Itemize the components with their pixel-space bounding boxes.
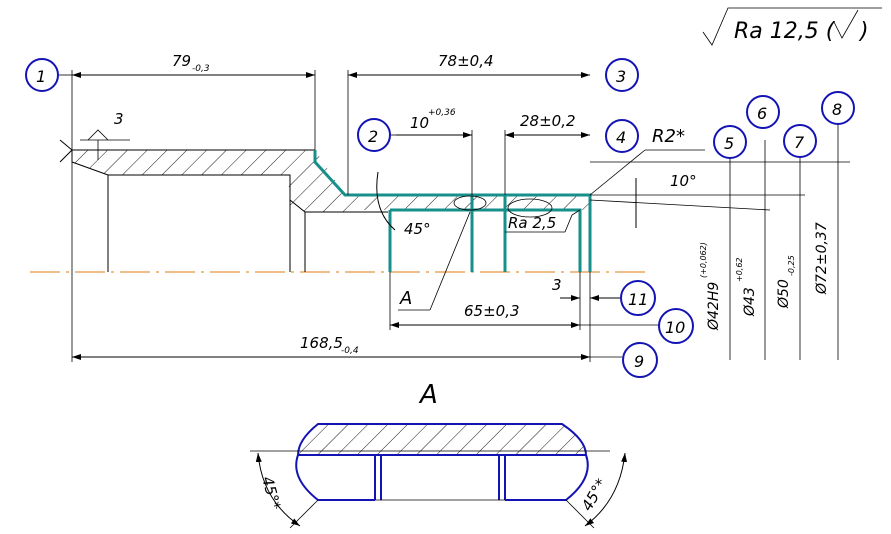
svg-text:168,5: 168,5: [300, 334, 343, 352]
dim-radius: R2*: [589, 126, 705, 196]
callout-2: 2: [357, 118, 396, 152]
svg-text:1: 1: [36, 67, 46, 86]
callout-7: 7: [783, 124, 817, 158]
svg-text:10°: 10°: [670, 172, 697, 190]
part-section: [59, 139, 592, 272]
svg-text:4: 4: [616, 128, 626, 147]
svg-text:3: 3: [552, 276, 562, 294]
detail-view-a: A 45°* 45°*: [250, 380, 628, 529]
svg-text:11: 11: [628, 290, 648, 309]
weld-symbol: 3: [80, 110, 130, 160]
detail-title: A: [418, 380, 438, 410]
callout-6: 6: [746, 95, 780, 129]
svg-text:+0,36: +0,36: [428, 108, 456, 118]
svg-text:45°: 45°: [404, 220, 431, 238]
dim-total: 168,5 -0,4: [71, 70, 622, 362]
dim-diameters: Ø42H9 (+0,062) Ø43 +0,62 Ø50 -0,25 Ø72±0…: [590, 120, 850, 360]
svg-text:10: 10: [665, 318, 685, 337]
surface-finish-symbol: Ra 12,5 ( ): [702, 7, 882, 46]
dim-65: 65±0,3: [389, 272, 660, 330]
svg-text:5: 5: [724, 134, 734, 153]
dim-79: 79 -0,3: [72, 52, 316, 150]
callout-4: 4: [605, 119, 639, 153]
view-a-leader: A: [398, 211, 471, 311]
svg-text:Ra 2,5: Ra 2,5: [508, 214, 556, 232]
svg-text:10: 10: [410, 114, 429, 132]
surface-finish-label: Ra 12,5 (: [734, 19, 836, 44]
callout-11: 11: [620, 280, 656, 316]
svg-text:3: 3: [616, 67, 626, 86]
dim-10: 10 +0,36: [396, 108, 525, 195]
svg-text:9: 9: [634, 352, 644, 371]
svg-text:2: 2: [368, 127, 378, 146]
svg-text:Ø72±0,37: Ø72±0,37: [814, 222, 830, 295]
dim-angle-10: 10°: [589, 172, 805, 228]
check-mark-icon: [833, 9, 859, 39]
svg-text:45°*: 45°*: [258, 474, 284, 512]
weld-leg-label: 3: [114, 110, 124, 128]
svg-text:-0,25: -0,25: [787, 255, 796, 276]
dim-78: 78±0,4: [347, 52, 590, 195]
svg-text:-0,4: -0,4: [341, 346, 359, 356]
svg-text:28±0,2: 28±0,2: [520, 112, 576, 130]
svg-text:78±0,4: 78±0,4: [438, 52, 494, 70]
svg-text:(+0,062): (+0,062): [699, 242, 708, 278]
surface-finish-suffix: ): [858, 19, 869, 44]
dim-angle-45: 45°: [376, 171, 431, 238]
callout-9: 9: [622, 342, 658, 378]
svg-text:Ø50: Ø50: [776, 279, 792, 309]
dim-28: 28±0,2: [505, 112, 590, 138]
callout-10: 10: [658, 308, 694, 344]
machined-contour: [313, 150, 592, 272]
svg-text:R2*: R2*: [652, 126, 685, 147]
callout-1: 1: [25, 58, 72, 92]
svg-text:8: 8: [832, 100, 842, 119]
svg-text:7: 7: [794, 133, 805, 152]
svg-text:6: 6: [757, 104, 767, 123]
svg-text:79: 79: [172, 52, 191, 70]
svg-text:65±0,3: 65±0,3: [464, 302, 520, 320]
svg-text:A: A: [399, 288, 412, 309]
dim-3: 3: [552, 276, 620, 301]
svg-text:Ø42H9: Ø42H9: [706, 282, 722, 331]
svg-text:+0,62: +0,62: [735, 257, 744, 282]
callout-5: 5: [713, 125, 747, 159]
callout-3: 3: [605, 58, 639, 92]
roughness-inner: Ra 2,5: [505, 209, 581, 233]
callout-8: 8: [821, 91, 855, 125]
svg-text:Ø43: Ø43: [742, 287, 758, 317]
svg-text:-0,3: -0,3: [192, 64, 210, 74]
